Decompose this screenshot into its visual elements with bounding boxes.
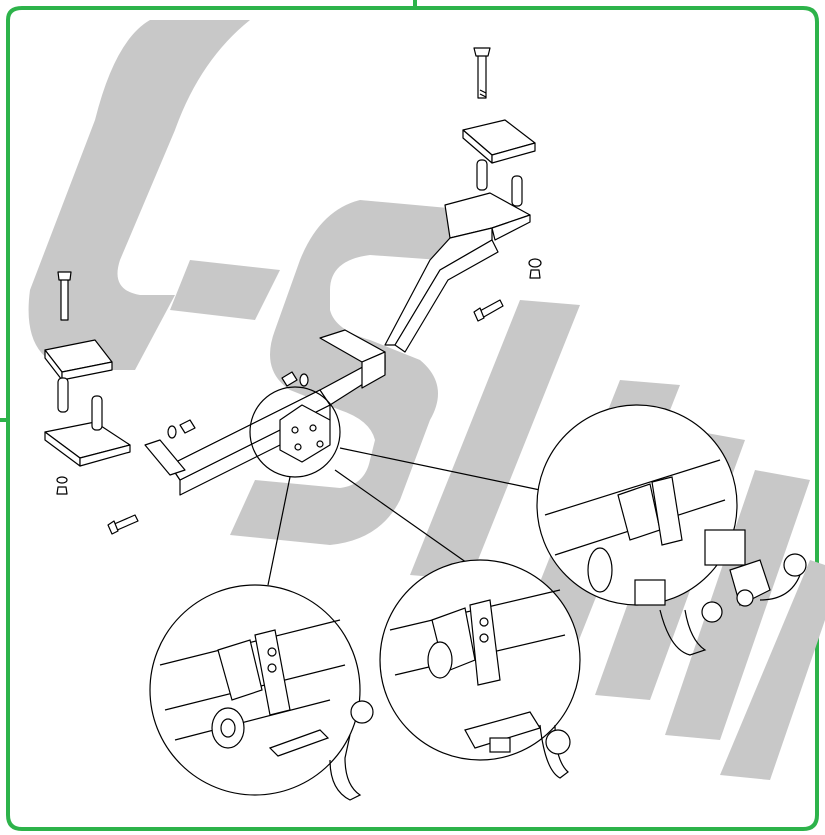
clamp-plate-top-right — [462, 119, 536, 164]
detail-fixed-ball — [149, 584, 374, 801]
side-bracket-right — [384, 192, 531, 353]
leader-lines — [267, 447, 541, 586]
nut-left — [56, 476, 68, 495]
side-bracket-left — [44, 421, 186, 476]
receiver-plate — [279, 404, 331, 463]
spacer-tubes-top-right — [476, 159, 523, 207]
bolt-top-left — [57, 271, 72, 321]
magnifier-source — [249, 386, 341, 478]
bolt-bottom-left — [107, 514, 139, 535]
nut-top-right — [528, 258, 542, 279]
bolt-top-right — [473, 47, 491, 99]
spacer-tubes-left — [57, 377, 103, 431]
detail-vertical-detachable — [379, 559, 581, 779]
washers-left — [167, 419, 196, 439]
line-art — [44, 47, 542, 586]
bolt-mid-right — [473, 299, 504, 322]
nuts-center — [281, 371, 309, 387]
clamp-plate-left — [44, 339, 113, 381]
detail-horizontal-detachable — [536, 404, 807, 656]
